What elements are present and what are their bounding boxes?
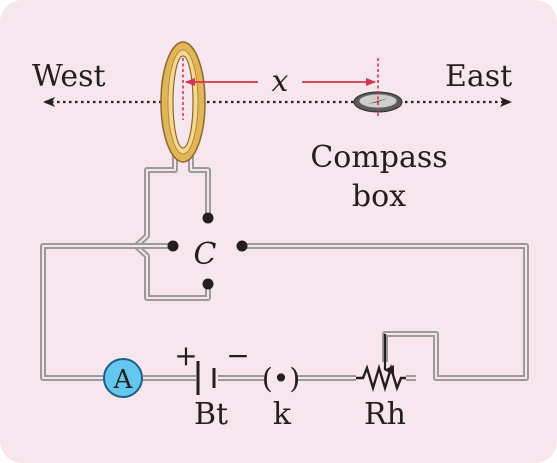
compass-label-line2: box [352, 179, 406, 214]
east-label: East [445, 59, 512, 94]
compass-label-line1: Compass [310, 140, 447, 175]
commutator-terminal-right [236, 240, 248, 252]
battery [196, 361, 216, 395]
battery-label: Bt [194, 397, 228, 432]
ammeter-label: A [113, 365, 134, 395]
key-label: k [273, 397, 292, 432]
key-symbol: (•) [262, 362, 300, 395]
commutator-terminal-bottom [202, 278, 214, 290]
rheostat-resistor [356, 363, 406, 393]
rheostat-label: Rh [364, 397, 406, 432]
west-label: West [32, 59, 106, 94]
compass-needle-icon [368, 98, 388, 104]
commutator [167, 212, 248, 290]
distance-x-label: x [272, 64, 289, 99]
battery-plus-label: + [174, 339, 197, 372]
battery-minus-label: − [226, 339, 249, 372]
commutator-terminal-left [167, 240, 179, 252]
ammeter-icon [103, 358, 143, 398]
commutator-terminal-top [202, 212, 214, 224]
commutator-label: C [194, 237, 217, 272]
